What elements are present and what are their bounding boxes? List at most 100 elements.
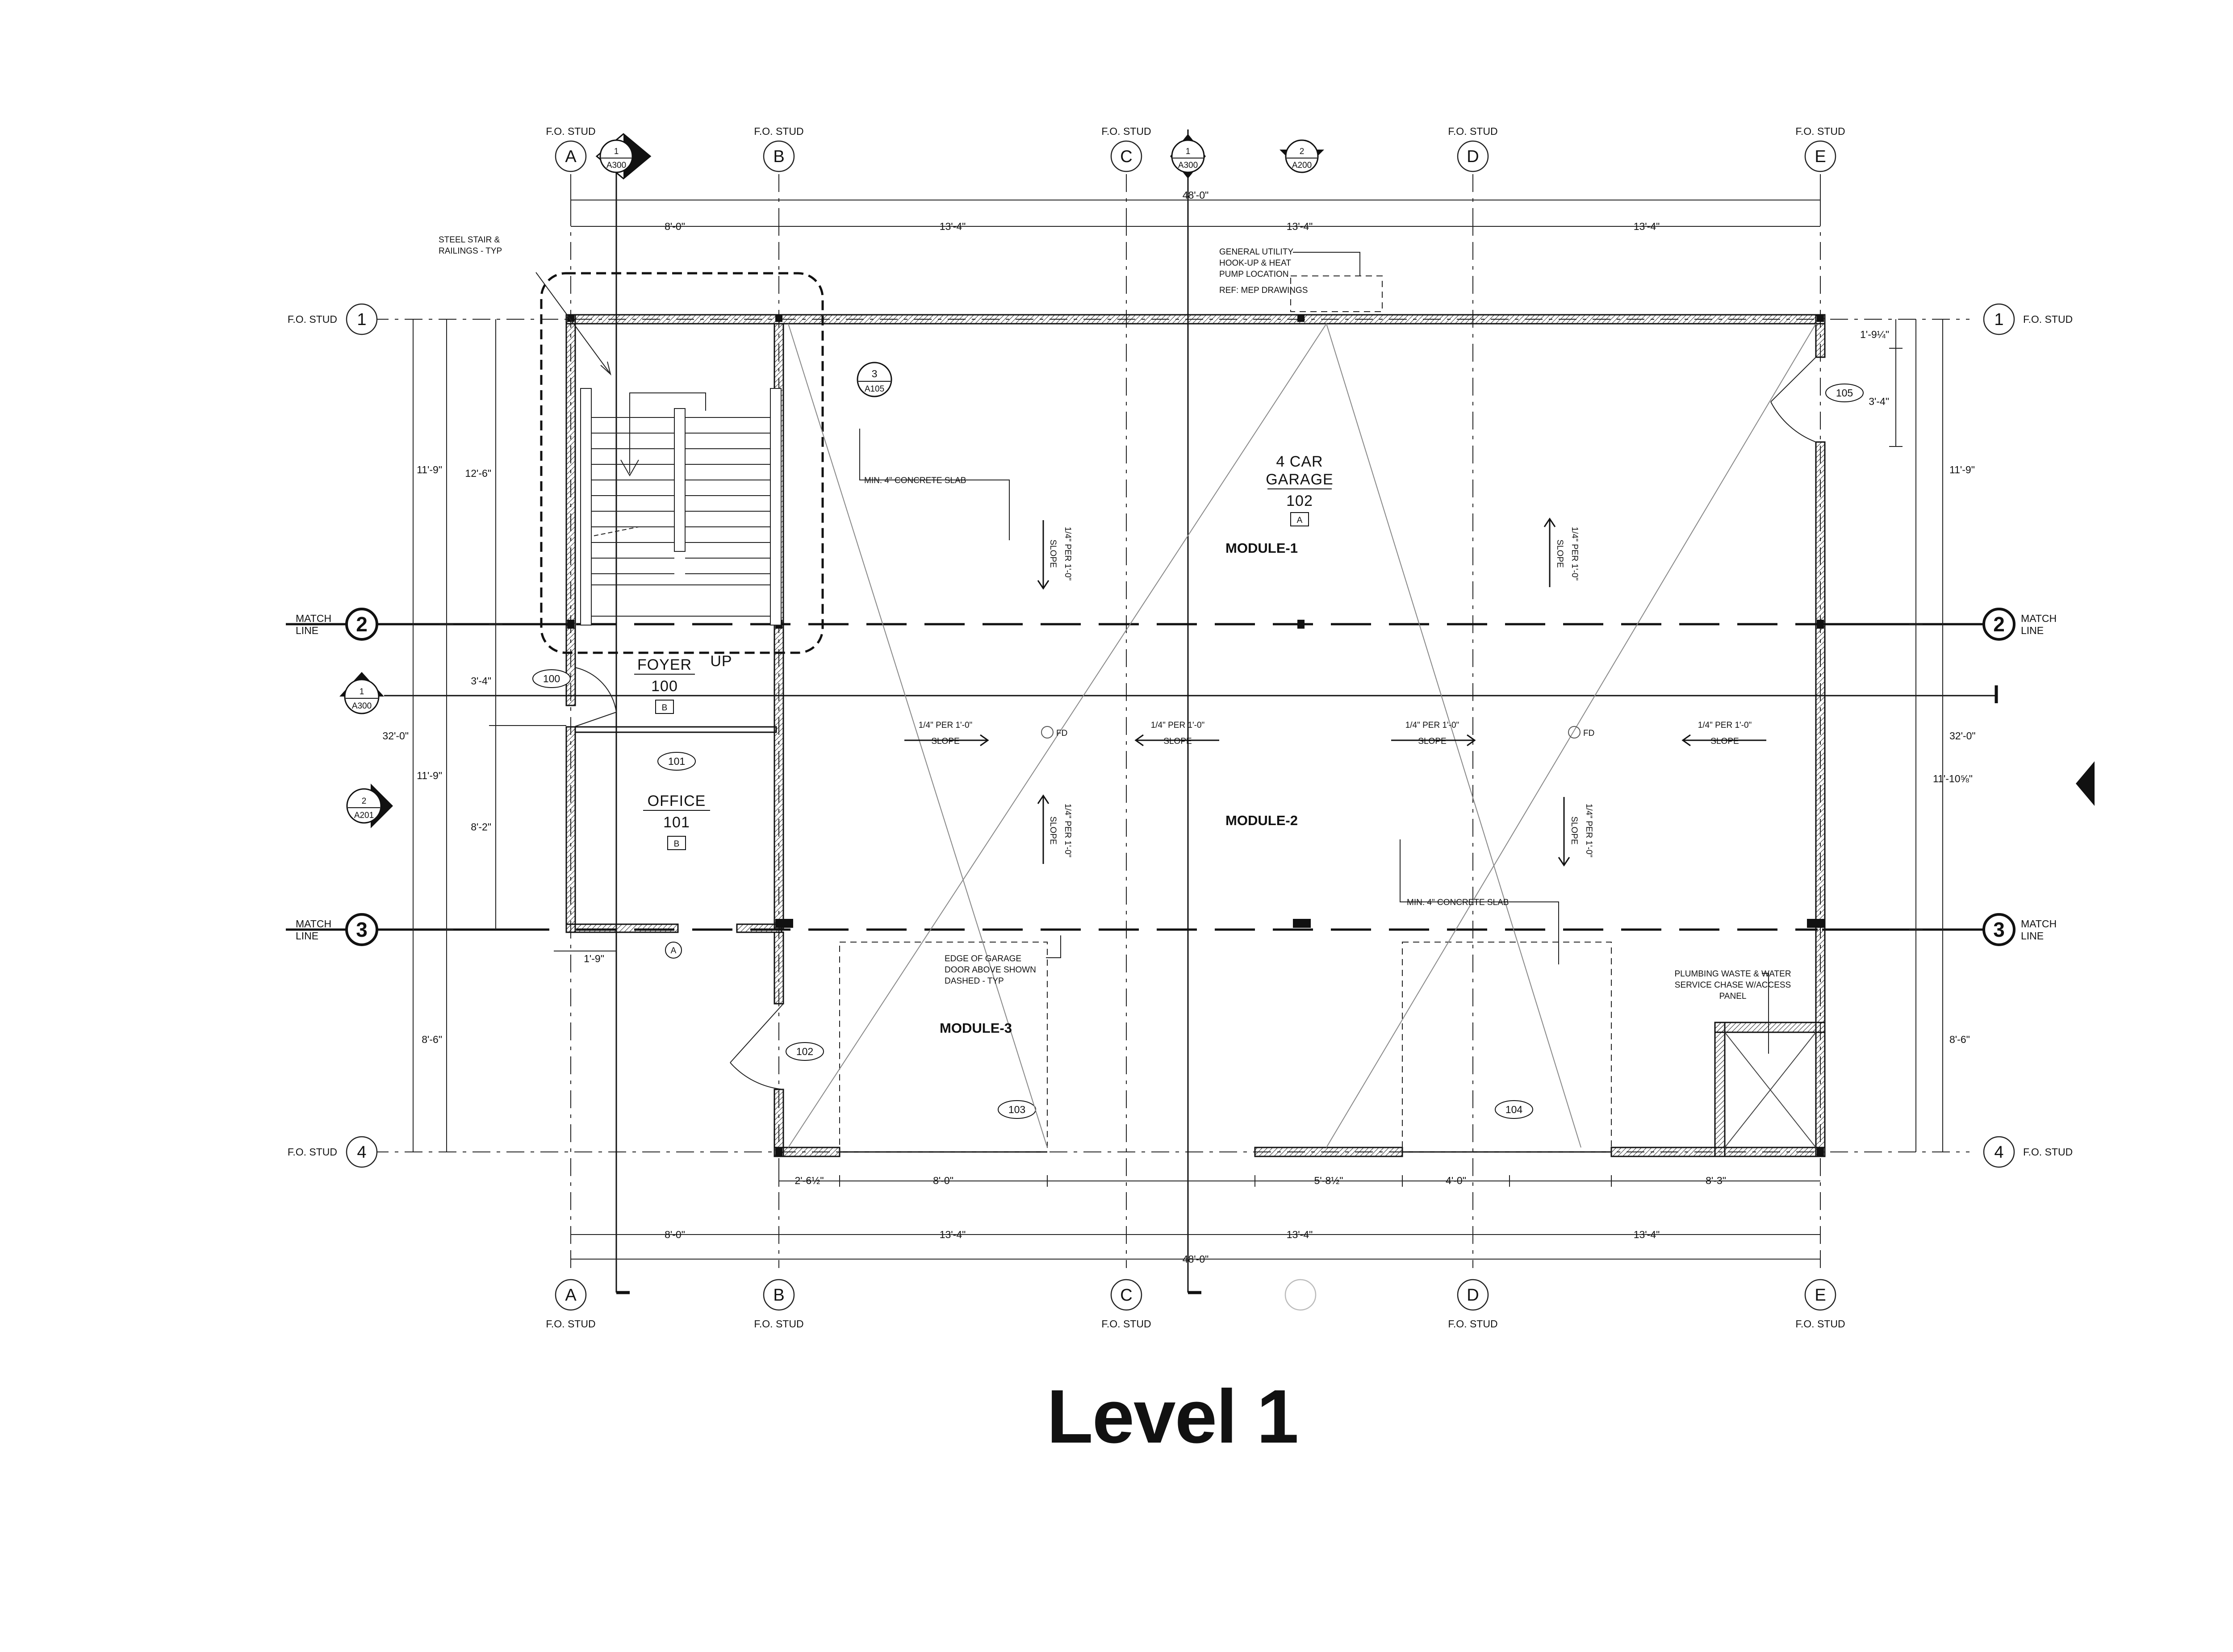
room-name-foyer: FOYER xyxy=(637,656,692,673)
svg-text:2'-6½": 2'-6½" xyxy=(795,1175,824,1186)
svg-text:SLOPE: SLOPE xyxy=(1163,737,1192,746)
stud-label: F.O. STUD xyxy=(1795,125,1845,137)
floor-drains: FD FD xyxy=(1041,726,1594,738)
svg-text:3'-4": 3'-4" xyxy=(471,675,491,687)
match-lines xyxy=(286,623,1983,931)
room-tag-office: B xyxy=(674,839,680,849)
match-line-label: MATCH xyxy=(296,918,331,930)
svg-text:A300: A300 xyxy=(1178,161,1198,170)
svg-text:A200: A200 xyxy=(1292,161,1312,170)
note-stair: STEEL STAIR & xyxy=(439,235,500,245)
section-marker-right-edge xyxy=(2076,761,2095,806)
svg-text:3'-4": 3'-4" xyxy=(1869,396,1889,407)
svg-text:1/4" PER 1'-0": 1/4" PER 1'-0" xyxy=(1584,804,1593,858)
grid-bubble-right-3: 3 xyxy=(1993,918,2005,941)
svg-text:2: 2 xyxy=(362,797,367,806)
svg-text:13'-4": 13'-4" xyxy=(1634,1229,1660,1240)
match-line-label: MATCH xyxy=(2021,918,2057,930)
grid-bubble-top-e: E xyxy=(1815,147,1826,166)
stud-label: F.O. STUD xyxy=(1101,1318,1151,1330)
dimension-text: 48'-0" 8'-0" 13'-4" 13'-4" 13'-4" 8'-0" … xyxy=(382,189,1975,1265)
grid-bubbles-left: 1 2 3 4 F.O. STUD F.O. STUD MATCH LINE M… xyxy=(288,303,378,1168)
floor-drain-label: FD xyxy=(1583,729,1594,738)
note-leaders xyxy=(535,252,1769,1054)
section-marker-a200: 2 A200 xyxy=(1280,139,1324,173)
svg-text:1'-9¼": 1'-9¼" xyxy=(1860,329,1889,340)
match-line-label: LINE xyxy=(2021,930,2044,942)
svg-text:A300: A300 xyxy=(352,701,372,711)
svg-text:1'-9": 1'-9" xyxy=(584,953,604,964)
grid-bubble-bottom-e: E xyxy=(1815,1286,1826,1305)
svg-text:SLOPE: SLOPE xyxy=(931,737,959,746)
note-utility: GENERAL UTILITY xyxy=(1219,247,1293,257)
svg-text:11'-10⅝": 11'-10⅝" xyxy=(1933,773,1973,784)
grid-bubble-left-1: 1 xyxy=(357,310,366,329)
door-tag-101: 101 xyxy=(668,755,685,767)
svg-text:13'-4": 13'-4" xyxy=(1287,221,1313,232)
door-tag-102: 102 xyxy=(796,1046,813,1057)
room-name-garage: 4 CAR xyxy=(1276,453,1323,470)
room-name-office: OFFICE xyxy=(648,793,706,809)
svg-text:8'-6": 8'-6" xyxy=(422,1034,442,1045)
room-tag-foyer: B xyxy=(662,703,668,713)
svg-text:48'-0": 48'-0" xyxy=(1183,189,1209,201)
note-plumbing: PANEL xyxy=(1719,992,1747,1001)
note-slab-2: MIN. 4" CONCRETE SLAB xyxy=(1407,898,1509,907)
stud-label: F.O. STUD xyxy=(2023,1146,2073,1158)
svg-text:8'-0": 8'-0" xyxy=(665,221,685,232)
drawing-caption: Level 1 xyxy=(1046,1374,1299,1459)
svg-text:8'-2": 8'-2" xyxy=(471,821,491,833)
door-tag-105: 105 xyxy=(1836,387,1853,399)
svg-text:8'-6": 8'-6" xyxy=(1949,1034,1970,1045)
note-garage-door: EDGE OF GARAGE xyxy=(945,954,1021,964)
door-tags: 100 101 102 103 104 105 A xyxy=(532,384,1864,1119)
svg-text:1/4" PER 1'-0": 1/4" PER 1'-0" xyxy=(1698,721,1752,730)
stud-label: F.O. STUD xyxy=(546,1318,595,1330)
svg-text:1: 1 xyxy=(1186,147,1191,156)
grid-bubble-top-d: D xyxy=(1467,147,1479,166)
svg-text:1: 1 xyxy=(360,687,364,697)
svg-text:2: 2 xyxy=(1300,147,1305,156)
note-plumbing: SERVICE CHASE W/ACCESS xyxy=(1675,980,1791,990)
section-marker-a300-mid: 1 A300 xyxy=(1170,134,1206,179)
svg-text:SLOPE: SLOPE xyxy=(1048,539,1058,567)
grid-bubbles-top: A B C D E F.O. STUD F.O. STUD F.O. STUD … xyxy=(546,125,1845,172)
stair xyxy=(540,272,824,654)
section-marker-a201: 2 A201 xyxy=(346,784,393,828)
svg-text:5'-8½": 5'-8½" xyxy=(1314,1175,1343,1186)
door-swings xyxy=(491,357,1816,1090)
svg-text:A105: A105 xyxy=(865,384,884,394)
slope-labels: 1/4" PER 1'-0" SLOPE 1/4" PER 1'-0" SLOP… xyxy=(919,527,1752,858)
svg-text:1/4" PER 1'-0": 1/4" PER 1'-0" xyxy=(1063,804,1072,858)
stud-label: F.O. STUD xyxy=(1448,125,1497,137)
grid-bubbles-right: 1 2 3 4 F.O. STUD F.O. STUD MATCH LINE M… xyxy=(1982,303,2073,1168)
note-garage-door: DOOR ABOVE SHOWN xyxy=(945,965,1036,975)
note-garage-door: DASHED - TYP xyxy=(945,976,1004,986)
grid-bubble-top-b: B xyxy=(773,147,784,166)
door-tag-103: 103 xyxy=(1008,1104,1025,1115)
grid-bubble-left-2: 2 xyxy=(356,613,368,636)
grid-bubble-bottom-a: A xyxy=(565,1286,577,1305)
module-joint-lines xyxy=(576,623,1818,931)
match-line-label: LINE xyxy=(296,930,318,942)
grid-bubble-left-3: 3 xyxy=(356,918,368,941)
svg-text:SLOPE: SLOPE xyxy=(1569,816,1579,844)
stud-label: F.O. STUD xyxy=(754,125,803,137)
match-line-label: MATCH xyxy=(296,613,331,624)
note-utility: HOOK-UP & HEAT xyxy=(1219,259,1291,268)
room-name-garage: GARAGE xyxy=(1266,471,1333,488)
match-line-label: LINE xyxy=(2021,625,2044,636)
room-labels: 4 CAR GARAGE 102 A FOYER UP 100 B OFFICE… xyxy=(634,453,1333,1036)
svg-text:SLOPE: SLOPE xyxy=(1710,737,1739,746)
section-marker-a300-top: 1 A300 xyxy=(595,133,652,179)
svg-text:32'-0": 32'-0" xyxy=(1949,730,1976,742)
svg-text:8'-0": 8'-0" xyxy=(665,1229,685,1240)
svg-text:11'-9": 11'-9" xyxy=(417,770,442,781)
room-number-office: 101 xyxy=(663,814,690,831)
section-marker-a105: 3 A105 xyxy=(857,362,892,397)
grid-bubble-bottom-d: D xyxy=(1467,1286,1479,1305)
svg-text:13'-4": 13'-4" xyxy=(940,221,966,232)
room-tag-garage: A xyxy=(1297,516,1303,525)
svg-text:48'-0": 48'-0" xyxy=(1183,1253,1209,1265)
